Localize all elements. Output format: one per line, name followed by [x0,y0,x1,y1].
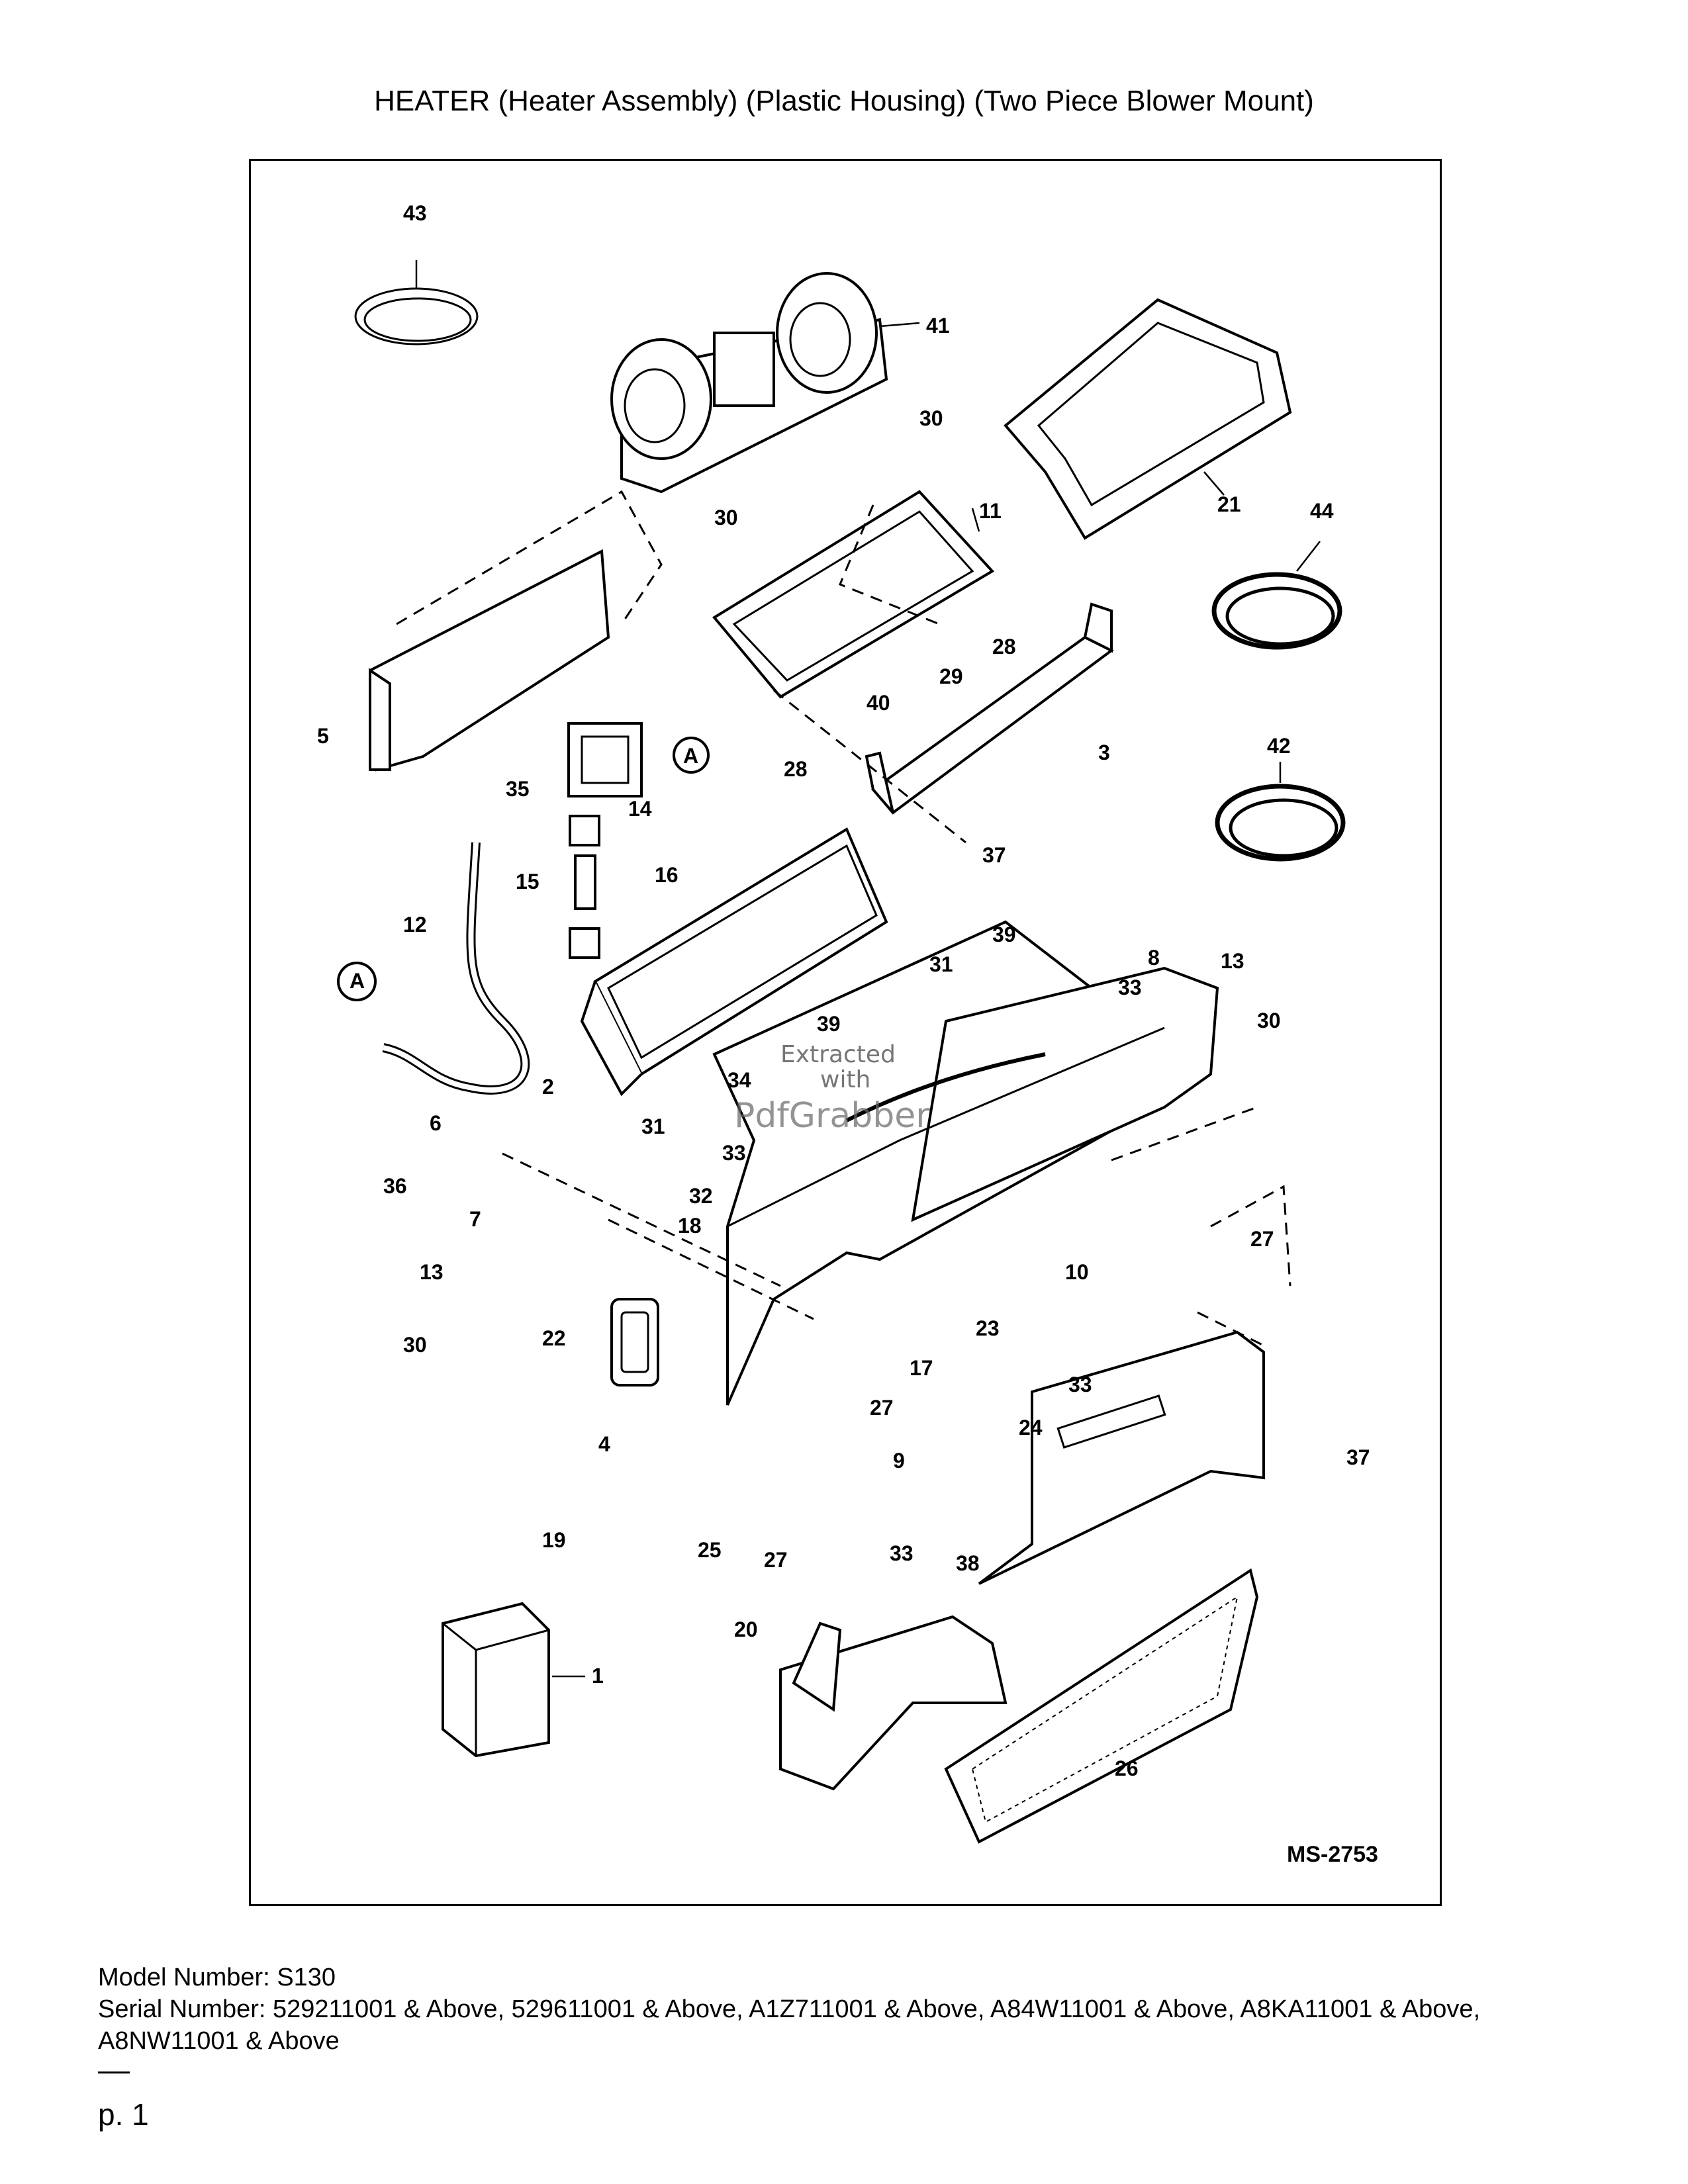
page-divider [98,2071,130,2073]
callout-34: 34 [727,1068,751,1092]
coiled-hose-part-43 [354,260,479,345]
page-title: HEATER (Heater Assembly) (Plastic Housin… [374,85,1314,117]
diagram-frame: 43 41 30 21 44 30 11 28 29 40 5 35 14 A … [249,159,1442,1906]
callout-8: 8 [1148,946,1160,970]
container-part-1 [442,1602,585,1758]
callout-24: 24 [1019,1416,1043,1439]
callout-labels: 43 41 30 21 44 30 11 28 29 40 5 35 14 A … [317,201,1370,1780]
hose-part-15 [569,815,600,959]
callout-11: 11 [979,499,1002,523]
callout-28: 28 [784,757,808,781]
watermark-line-3: PdfGrabber [734,1096,930,1136]
watermark-line-2: with [820,1066,870,1093]
callout-21: 21 [1217,492,1241,516]
callout-27: 27 [870,1396,894,1420]
callout-38: 38 [956,1551,980,1575]
callout-9: 9 [893,1449,905,1473]
callout-25: 25 [698,1538,722,1562]
gasket-part-21 [1004,298,1292,540]
callout-28: 28 [992,635,1016,659]
mount-part-20 [779,1615,1008,1791]
housing-part-23 [712,920,1219,1406]
callout-27: 27 [764,1548,788,1572]
assembly-guide-lines [502,504,1291,1347]
callout-39: 39 [817,1012,841,1036]
callout-30: 30 [714,506,738,529]
panel-part-24 [978,1330,1265,1585]
callout-1: 1 [592,1664,604,1688]
switch-part-14 [567,722,710,797]
callout-33: 33 [1118,976,1142,999]
page-number: p. 1 [98,2097,149,2132]
callout-22: 22 [542,1326,566,1350]
model-number: Model Number: S130 [98,1964,336,1991]
grille-part-26 [944,1568,1259,1844]
seal-part-42 [1215,762,1346,862]
callout-30: 30 [403,1333,427,1357]
exploded-parts-diagram: 43 41 30 21 44 30 11 28 29 40 5 35 14 A … [317,201,1378,1867]
callout-A: A [683,744,698,768]
figure-id-label: MS-2753 [1287,1842,1378,1867]
callout-27: 27 [1250,1227,1274,1251]
bracket-part-3 [865,602,1114,815]
callout-13: 13 [1221,949,1244,973]
callout-A: A [350,969,365,993]
callout-35: 35 [506,777,530,801]
callout-37: 37 [1346,1445,1370,1469]
callout-2: 2 [542,1075,554,1099]
callout-19: 19 [542,1528,566,1552]
callout-18: 18 [678,1214,702,1238]
callout-3: 3 [1098,741,1110,764]
callout-39: 39 [992,923,1016,946]
callout-30: 30 [919,406,943,430]
heater-core-part-2 [580,827,888,1097]
callout-13: 13 [420,1260,444,1284]
blower-motor-part-41 [610,272,920,494]
callout-31: 31 [929,952,953,976]
gasket-part-22 [610,1298,659,1387]
callout-6: 6 [430,1111,442,1135]
callout-4: 4 [598,1432,610,1456]
callout-15: 15 [516,870,539,893]
callout-30: 30 [1257,1009,1281,1032]
wire-harness-part-12 [337,842,530,1095]
callout-42: 42 [1267,734,1291,758]
callout-12: 12 [403,913,427,936]
callout-16: 16 [655,863,679,887]
callout-17: 17 [910,1356,933,1380]
serial-numbers: Serial Number: 529211001 & Above, 529611… [98,1995,1481,2055]
callout-14: 14 [628,797,652,821]
callout-43: 43 [403,201,427,225]
callout-31: 31 [641,1115,665,1138]
callout-20: 20 [734,1617,758,1641]
callout-33: 33 [890,1541,914,1565]
callout-44: 44 [1310,499,1334,523]
seal-part-44 [1211,541,1342,650]
blower-mount-part-11 [712,490,995,699]
callout-29: 29 [939,664,963,688]
callout-10: 10 [1065,1260,1089,1284]
callout-37: 37 [982,843,1006,867]
callout-40: 40 [867,691,890,715]
callout-41: 41 [926,314,950,338]
callout-36: 36 [383,1174,407,1198]
bracket-part-5 [368,490,663,772]
callout-23: 23 [976,1316,1000,1340]
callout-7: 7 [469,1207,481,1231]
model-info: Model Number: S130 Serial Number: 529211… [98,1962,1594,2057]
callout-33: 33 [1068,1373,1092,1396]
callout-26: 26 [1115,1756,1139,1780]
callout-32: 32 [689,1184,713,1208]
callout-33: 33 [722,1141,746,1165]
callout-5: 5 [317,724,329,748]
watermark: Extracted with PdfGrabber [734,1041,930,1136]
watermark-line-1: Extracted [780,1041,896,1068]
